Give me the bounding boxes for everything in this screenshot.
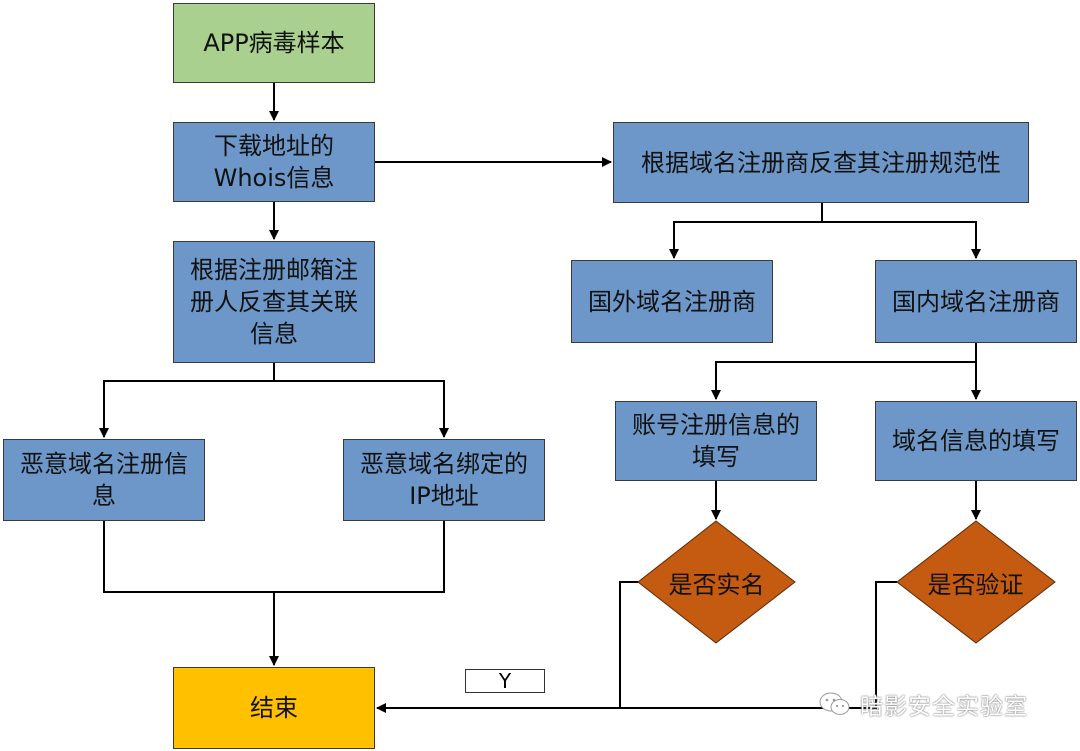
foreign-registrar-node: 国外域名注册商 [571,260,773,343]
edge-registrar-split [669,203,823,259]
real-name-label: 是否实名 [668,570,765,599]
watermark: 暗影安全实验室 [818,684,1028,724]
verified-label: 是否验证 [927,570,1024,599]
domain-info-node: 域名信息的填写 [875,401,1077,481]
edge-registrar-split-right [822,221,981,259]
start-node: APP病毒样本 [173,3,375,83]
edge-label-yes: Y [465,669,545,693]
malicious-ip-node: 恶意域名绑定的 IP地址 [343,439,545,521]
registrar-check-node: 根据域名注册商反查其注册规范性 [613,122,1029,203]
edge-verified-end [376,581,897,713]
edge-reverse-branch [99,363,275,438]
edge-reverse-branch-right [274,380,449,438]
edge-domestic-split [711,343,977,400]
end-node: 结束 [173,667,375,749]
whois-node: 下载地址的 Whois信息 [173,122,375,202]
edge-realname-end [619,581,640,708]
account-info-node: 账号注册信息的 填写 [615,401,817,481]
malicious-domain-node: 恶意域名注册信 息 [3,439,205,521]
decision-real-name [637,520,796,644]
edge-malicious-merge [103,521,445,593]
watermark-text: 暗影安全实验室 [860,694,1028,720]
reverse-email-node: 根据注册邮箱注 册人反查其关联 信息 [173,241,375,363]
domestic-registrar-node: 国内域名注册商 [875,260,1077,343]
wechat-icon [819,692,850,715]
decision-verified [896,520,1056,644]
